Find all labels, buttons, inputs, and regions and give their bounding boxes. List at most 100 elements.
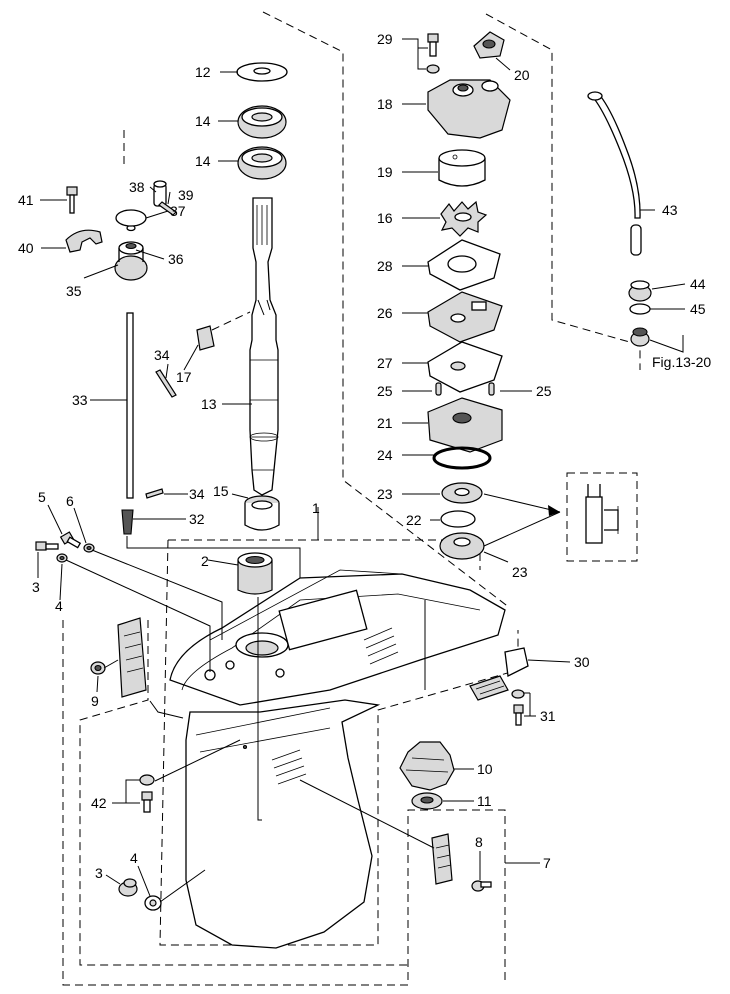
callout-14-lower: 14 <box>195 153 211 169</box>
part-9-anode-upper <box>90 617 147 698</box>
callout-25-left: 25 <box>377 383 393 399</box>
callout-30: 30 <box>574 654 590 670</box>
callout-25-right: 25 <box>536 383 552 399</box>
callout-27: 27 <box>377 355 393 371</box>
callout-1: 1 <box>312 500 320 516</box>
callout-6: 6 <box>66 493 74 509</box>
key-guide-line <box>211 311 251 331</box>
part-19-insert-cartridge <box>438 149 486 187</box>
callout-44: 44 <box>690 276 706 292</box>
part-30-bracket <box>469 647 529 701</box>
part-39-pin <box>158 201 177 216</box>
callout-15: 15 <box>213 483 229 499</box>
part-4-washer-lower <box>144 895 162 911</box>
part-34-pin-upper <box>155 369 177 398</box>
callout-22: 22 <box>406 512 422 528</box>
part-37-plate <box>115 209 147 227</box>
callout-18: 18 <box>377 96 393 112</box>
part-25-dowel-left <box>435 382 442 396</box>
callout-21: 21 <box>377 415 393 431</box>
part-fig-13-20-grommet <box>630 327 650 347</box>
part-14-bearing-upper <box>237 105 287 139</box>
part-42-bolt-washer <box>139 774 155 813</box>
callout-5: 5 <box>38 489 46 505</box>
bushing-guide-line <box>257 597 262 821</box>
callout-4-lower: 4 <box>130 850 138 866</box>
part-18-pump-housing <box>427 79 511 139</box>
callout-34-upper: 34 <box>154 347 170 363</box>
callout-28: 28 <box>377 258 393 274</box>
callout-45: 45 <box>690 301 706 317</box>
part-6-washer <box>83 543 95 553</box>
callout-26: 26 <box>377 305 393 321</box>
callout-10: 10 <box>477 761 493 777</box>
part-4-washer-upper <box>56 553 68 563</box>
callout-34-lower: 34 <box>189 486 205 502</box>
part-23-grommet-upper <box>441 482 483 504</box>
callout-9: 9 <box>91 693 99 709</box>
part-20-grommet <box>473 31 505 59</box>
part-38-collar <box>153 180 167 207</box>
part-12-washer <box>236 62 288 82</box>
callout-40: 40 <box>18 240 34 256</box>
callout-31: 31 <box>540 708 556 724</box>
callout-7: 7 <box>543 855 551 871</box>
fastener-guide-lines <box>65 536 435 903</box>
callout-16: 16 <box>377 210 393 226</box>
detail-arrows <box>483 493 561 547</box>
part-1-lower-case <box>169 569 506 949</box>
callout-35: 35 <box>66 283 82 299</box>
part-2-bushing <box>237 552 273 595</box>
part-24-o-ring <box>432 446 492 470</box>
part-17-key <box>196 325 215 351</box>
callout-39: 39 <box>178 187 194 203</box>
callout-24: 24 <box>377 447 393 463</box>
part-3-plug-lower <box>118 878 138 897</box>
callout-38: 38 <box>129 179 145 195</box>
part-27-gasket <box>427 341 503 393</box>
part-40-bracket <box>65 229 103 253</box>
callout-20: 20 <box>514 67 530 83</box>
part-25-dowel-right <box>488 382 495 396</box>
part-35-grommet <box>114 241 148 281</box>
callout-3-lower: 3 <box>95 865 103 881</box>
part-23-grommet-lower <box>439 532 485 560</box>
part-26-outer-plate <box>427 291 503 343</box>
part-31-bolt-washer <box>511 689 525 726</box>
part-45-seal <box>629 303 651 315</box>
part-41-bolt <box>66 186 78 214</box>
callout-17: 17 <box>176 369 192 385</box>
detail-inset-tube <box>585 484 619 544</box>
part-33-shift-rod <box>126 312 134 499</box>
callout-13: 13 <box>201 396 217 412</box>
part-10-pinion-gear <box>399 741 455 791</box>
callout-41: 41 <box>18 192 34 208</box>
callout-23-lower: 23 <box>512 564 528 580</box>
callout-3-upper: 3 <box>32 579 40 595</box>
part-32-shift-lever <box>121 509 134 535</box>
callout-8: 8 <box>475 834 483 850</box>
callout-12: 12 <box>195 64 211 80</box>
figure-reference: Fig.13-20 <box>652 354 711 370</box>
part-13-drive-shaft <box>249 197 279 496</box>
callout-4-upper: 4 <box>55 598 63 614</box>
part-21-pump-base <box>427 397 503 453</box>
callout-43: 43 <box>662 202 678 218</box>
part-29-bolt <box>426 33 440 74</box>
part-3-bolt-upper <box>35 541 59 551</box>
part-8-screw <box>471 880 492 892</box>
leader-lines <box>37 38 686 897</box>
callout-19: 19 <box>377 164 393 180</box>
callout-33: 33 <box>72 392 88 408</box>
callout-11: 11 <box>477 793 492 809</box>
part-15-seal <box>244 495 280 531</box>
part-7-anode-lower <box>431 833 453 885</box>
callout-29: 29 <box>377 31 393 47</box>
detail-arrowhead <box>548 505 560 516</box>
part-5-bolt <box>59 531 82 549</box>
callout-37: 37 <box>170 203 186 219</box>
part-44-grommet <box>628 280 652 302</box>
callout-36: 36 <box>168 251 184 267</box>
callout-32: 32 <box>189 511 205 527</box>
